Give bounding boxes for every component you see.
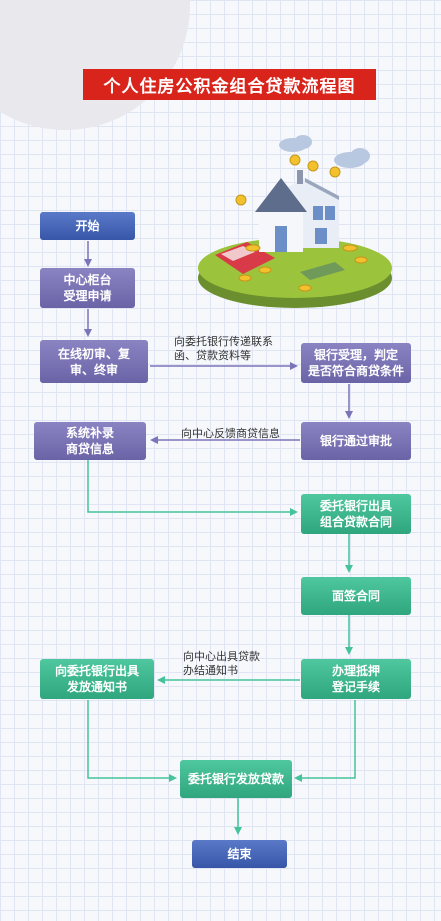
node-counter: 中心柜台 受理申请 (40, 268, 135, 308)
page-title: 个人住房公积金组合贷款流程图 (83, 69, 376, 100)
node-end: 结束 (192, 840, 287, 868)
arrow-supplement-to-contract (87, 460, 298, 516)
node-sign-contract: 面签合同 (301, 577, 411, 615)
edge-label-notice: 向中心出具贷款 办结通知书 (183, 650, 260, 677)
arrow-notice-to-disburse (87, 700, 177, 782)
edge-label-to-bank: 向委托银行传递联系 函、贷款资料等 (174, 335, 273, 362)
node-issue-notice: 向委托银行出具 发放通知书 (40, 659, 154, 699)
node-bank-approved: 银行通过审批 (301, 422, 411, 460)
house-loan-illustration (198, 135, 392, 308)
edge-label-feedback: 向中心反馈商贷信息 (181, 427, 280, 440)
node-issue-contract: 委托银行出具 组合贷款合同 (301, 494, 411, 534)
node-bank-accept: 银行受理，判定 是否符合商贷条件 (301, 343, 411, 383)
node-mortgage: 办理抵押 登记手续 (301, 659, 411, 699)
node-start: 开始 (40, 212, 135, 240)
node-disburse: 委托银行发放贷款 (180, 760, 292, 798)
node-system-supplement: 系统补录 商贷信息 (34, 422, 146, 460)
arrow-mortgage-to-disburse (294, 700, 356, 782)
node-online-review: 在线初审、复 审、终审 (40, 340, 148, 383)
